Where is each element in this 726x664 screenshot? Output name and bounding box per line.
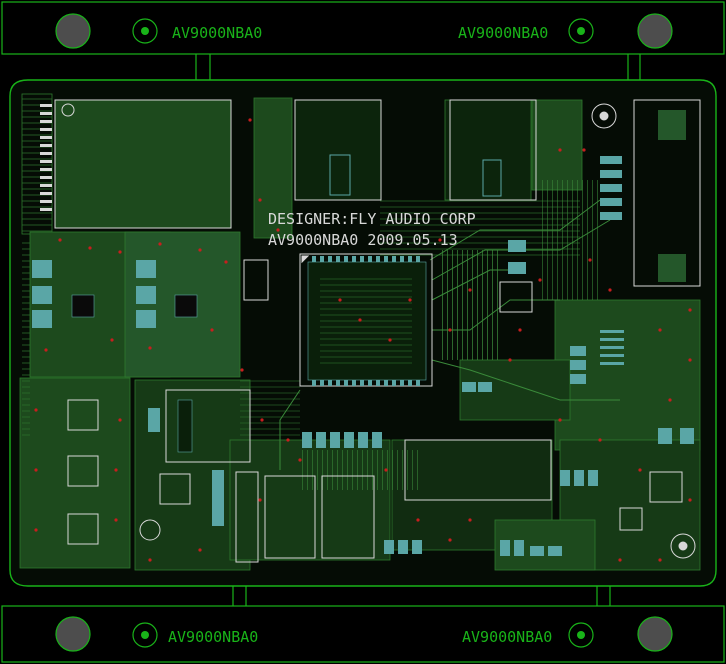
label-top-left: AV9000NBA0 [172,24,262,42]
top-strip [1,1,725,82]
mounting-holes [55,13,673,652]
connector-bottom [404,439,552,501]
model-date-line: AV9000NBA0 2009.05.13 [268,231,458,249]
fiducial [568,18,594,44]
chip-internals [71,110,686,453]
inductor [165,389,251,463]
mounting-hole [55,616,91,652]
main-processor [299,253,433,387]
mounting-hole [637,616,673,652]
jack [264,475,316,559]
mounting-hole [637,13,673,49]
connector-right [633,99,701,287]
processor-pads-top [312,256,420,386]
chip [159,473,191,505]
label-top-right: AV9000NBA0 [458,24,548,42]
trace-bundles [22,180,620,490]
regulator [235,471,259,563]
pads-connector-right [570,156,624,384]
memory-chip [449,99,537,201]
fiducial [132,622,158,648]
fiducial [132,18,158,44]
designer-line: DESIGNER:FLY AUDIO CORP [268,210,476,228]
fiducial [568,622,594,648]
label-bottom-right: AV9000NBA0 [462,628,552,646]
component-outlines [54,99,701,563]
pads-left-sd [40,104,52,211]
vias [34,118,692,562]
sd-card-socket [54,99,232,229]
bottom-strip [1,582,725,663]
copper-pours [19,93,701,571]
pads-bottom-row [32,240,694,556]
pad-arrays [32,104,694,556]
jack [321,475,375,559]
mounting-hole [55,13,91,49]
memory-chip [294,99,382,201]
label-bottom-left: AV9000NBA0 [168,628,258,646]
